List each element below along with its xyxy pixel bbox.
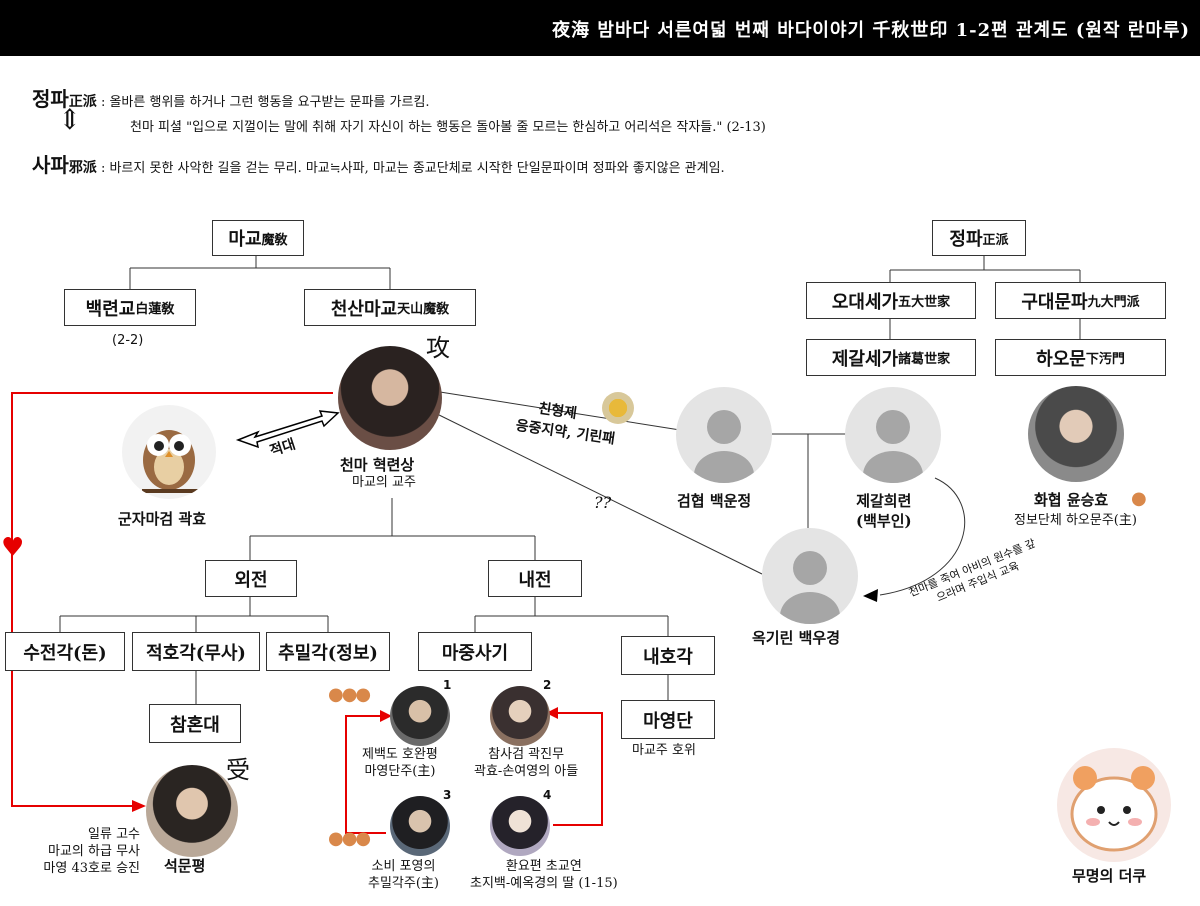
gong-mark: 攻 [426, 334, 450, 362]
heart-icon: ♥ [1, 533, 25, 563]
cookie-group-1: ●●● [328, 684, 371, 705]
m1-avatar [390, 686, 450, 746]
m3-number: 3 [443, 788, 452, 802]
mayeong-sub: 마교주 호위 [632, 743, 696, 758]
title-bar: 夜海 밤바다 서른여덟 번째 바다이야기 千秋世印 1-2편 관계도 (원작 란… [0, 0, 1200, 56]
mascot-avatar [1057, 748, 1171, 862]
question-label: ?? [594, 493, 612, 512]
hwahyeop-name: 화협 윤승효 [1034, 491, 1109, 509]
jegal-name: 제갈희련 (백부인) [856, 492, 912, 530]
naejeon-box: 내전 [488, 560, 582, 597]
jeokho-box: 적호각(무사) [132, 632, 260, 671]
m4-avatar [490, 796, 550, 856]
baekwookyeong-name: 옥기린 백우경 [752, 629, 841, 647]
hwahyeop-sub: 정보단체 하오문주(主) [1014, 513, 1137, 528]
cheonma-sub: 마교의 교주 [352, 475, 416, 490]
page-title: 夜海 밤바다 서른여덟 번째 바다이야기 千秋世印 1-2편 관계도 (원작 란… [552, 20, 1190, 41]
jegal-avatar [845, 387, 941, 483]
baekwookyeong-avatar [762, 528, 858, 624]
orthodox-hanja: 正派 [68, 94, 97, 110]
orthodox-definition: 정파正派 : 올바른 행위를 하거나 그런 행동을 요구받는 문파를 가르킴. [32, 83, 430, 112]
cheonma-avatar [338, 346, 442, 450]
mascot-name: 무명의 더쿠 [1072, 867, 1147, 885]
hwahyeop-avatar [1028, 386, 1124, 482]
seok-avatar [146, 765, 238, 857]
baekunjeong-name: 검협 백운정 [677, 492, 752, 510]
seok-notes: 일류 고수 마교의 하급 무사 마영 43호로 승진 [43, 827, 140, 876]
arrowhead-icon [863, 589, 878, 602]
m4-number: 4 [543, 788, 552, 802]
cheonma-name: 천마 혁련상 [340, 456, 415, 474]
oejeon-box: 외전 [205, 560, 297, 597]
naeho-box: 내호각 [621, 636, 715, 675]
m2-number: 2 [543, 678, 552, 692]
owl-icon [142, 430, 198, 493]
heterodox-label: 사파 [32, 153, 69, 177]
m1-number: 1 [443, 678, 452, 692]
heterodox-hanja: 邪派 [68, 160, 97, 176]
majung-box: 마중사기 [418, 632, 532, 671]
orthodox-label: 정파 [32, 87, 69, 111]
orthodox-text: : 올바른 행위를 하거나 그런 행동을 요구받는 문파를 가르킴. [100, 95, 430, 110]
heterodox-definition: 사파邪派 : 바르지 못한 사악한 길을 걷는 무리. 마교≒사파, 마교는 종… [32, 149, 725, 178]
baekunjeong-avatar [676, 387, 772, 483]
heterodox-text: : 바르지 못한 사악한 길을 걷는 무리. 마교≒사파, 마교는 종교단체로 … [100, 161, 725, 176]
cookie-icon: ● [1131, 488, 1147, 509]
giraffe-icon [602, 392, 634, 424]
hamster-icon [1070, 766, 1158, 852]
cheonma-quote: 천마 피셜 "입으로 지껄이는 말에 취해 자기 자신이 하는 행동은 돌아볼 … [130, 120, 766, 135]
seok-name: 석문평 [164, 857, 206, 875]
mayeong-box: 마영단 [621, 700, 715, 739]
cookie-group-3: ●●● [328, 828, 371, 849]
chumil-box: 추밀각(정보) [266, 632, 390, 671]
m3-avatar [390, 796, 450, 856]
double-arrow-icon: ⇕ [58, 103, 82, 136]
sujeon-box: 수전각(돈) [5, 632, 125, 671]
m2-avatar [490, 686, 550, 746]
owl-name: 군자마검 곽효 [118, 510, 207, 528]
owl-avatar [122, 405, 216, 499]
baekryeon-note: (2-2) [112, 333, 144, 348]
su-mark: 受 [226, 756, 250, 784]
chamhon-box: 참혼대 [149, 704, 241, 743]
